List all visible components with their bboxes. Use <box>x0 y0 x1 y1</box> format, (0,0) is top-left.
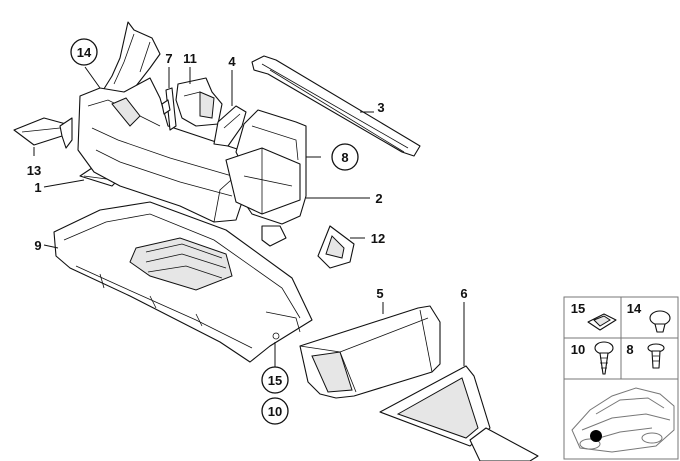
callout-15-label: 15 <box>268 373 282 388</box>
callout-9-label: 9 <box>34 238 41 253</box>
part-11-duct <box>175 77 223 127</box>
part-7-pin <box>161 87 177 131</box>
clip-nut-icon <box>587 313 617 331</box>
inset-14-label: 14 <box>627 301 642 316</box>
location-marker-icon <box>590 430 602 442</box>
callout-12-label: 12 <box>371 231 385 246</box>
leader-lines <box>33 66 465 368</box>
fastener-inset: 15 14 10 8 <box>563 296 679 460</box>
push-rivet-icon <box>649 310 671 333</box>
part-2-shroud <box>225 109 307 247</box>
main-front-panel <box>77 21 253 223</box>
callout-8-label: 8 <box>341 150 348 165</box>
expanding-rivet-icon <box>647 343 665 369</box>
callout-1-label: 1 <box>34 180 41 195</box>
part-12-triangle-frame <box>317 225 355 269</box>
callout-15: 15 <box>261 366 289 394</box>
part-3-bar <box>251 55 421 157</box>
screw-icon <box>594 341 614 375</box>
callout-2-label: 2 <box>375 191 382 206</box>
callout-8: 8 <box>331 143 359 171</box>
inset-10-label: 10 <box>571 342 585 357</box>
inset-8-label: 8 <box>626 342 633 357</box>
callout-6-label: 6 <box>460 286 467 301</box>
callout-10: 10 <box>261 397 289 425</box>
callout-13-label: 13 <box>27 163 41 178</box>
part-6-triangle-support <box>379 365 539 461</box>
callout-14: 14 <box>70 38 98 66</box>
part-13-bracket <box>13 117 73 149</box>
part-4-bracket <box>213 105 247 147</box>
callout-3-label: 3 <box>377 100 384 115</box>
inset-15-label: 15 <box>571 301 585 316</box>
callout-11-label: 11 <box>183 51 197 66</box>
part-9-underbody-tray <box>53 201 313 363</box>
callout-10-label: 10 <box>268 404 282 419</box>
part-5-side-duct <box>299 305 441 399</box>
callout-14-label: 14 <box>77 45 92 60</box>
car-silhouette-icon <box>571 387 675 453</box>
callout-7-label: 7 <box>165 51 172 66</box>
callout-5-label: 5 <box>376 286 383 301</box>
callout-4-label: 4 <box>228 54 236 69</box>
